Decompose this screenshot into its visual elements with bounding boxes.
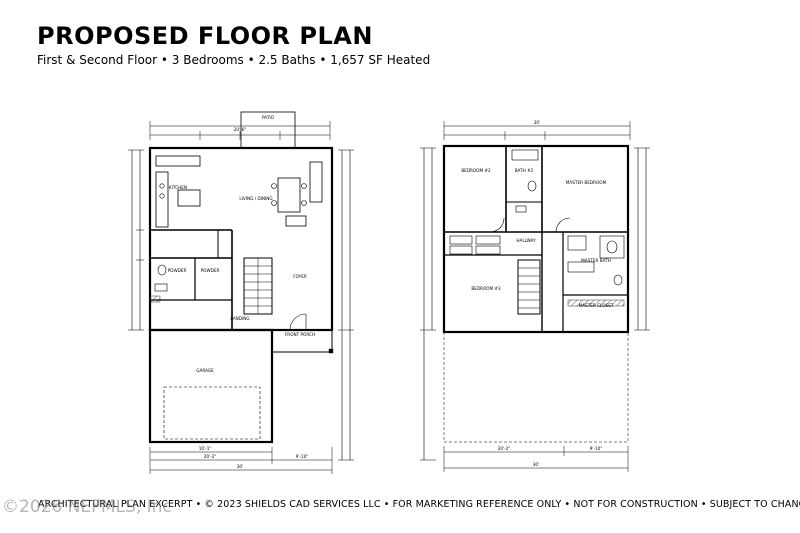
label-garage: GARAGE <box>196 368 214 373</box>
mls-watermark: ©2026 NEFMLS, Inc <box>2 497 172 517</box>
dim-first-top: 20'-6" <box>234 127 247 132</box>
dim-first-bottom: 30' <box>237 464 243 469</box>
dim-garage-a: 10'-1" <box>199 446 212 451</box>
label-bedroom-2: BEDROOM #2 <box>461 168 491 173</box>
label-bedroom-3: BEDROOM #3 <box>471 286 501 291</box>
label-master-closet: MASTER CLOSET <box>579 303 614 308</box>
label-foyer: FOYER <box>293 274 307 279</box>
label-hallway: HALLWAY <box>516 238 536 243</box>
page-title: PROPOSED FLOOR PLAN <box>37 22 373 50</box>
label-patio: PATIO <box>262 115 275 120</box>
second-floor-plan <box>420 121 650 472</box>
page-subtitle: First & Second Floor • 3 Bedrooms • 2.5 … <box>37 53 431 67</box>
label-powder: POWDER <box>168 268 187 273</box>
first-floor-plan <box>128 111 354 474</box>
label-pantry: POWDER <box>201 268 220 273</box>
label-landing: LANDING <box>230 316 249 321</box>
dim-second-bottom-a: 20'-2" <box>498 446 511 451</box>
label-master-bedroom: MASTER BEDROOM <box>566 180 607 185</box>
label-front-porch: FRONT PORCH <box>285 332 315 337</box>
label-kitchen: KITCHEN <box>169 185 187 190</box>
dim-garage-c: 9'-10" <box>296 454 309 459</box>
label-bath-2: BATH #2 <box>515 168 534 173</box>
footer-note: ARCHITECTURAL PLAN EXCERPT • © 2023 SHIE… <box>38 499 800 510</box>
dim-garage-b: 20'-2" <box>204 454 217 459</box>
second-floor-labels: BEDROOM #2 BATH #2 MASTER BEDROOM HALLWA… <box>461 120 614 467</box>
first-floor-labels: PATIO KITCHEN LIVING / DINING POWDER POW… <box>168 115 315 469</box>
label-master-bath: MASTER BATH <box>581 258 611 263</box>
dim-second-top: 30' <box>534 120 540 125</box>
label-living-dining: LIVING / DINING <box>239 196 272 201</box>
dim-second-bottom-b: 9'-10" <box>590 446 603 451</box>
dim-second-bottom: 30' <box>533 462 539 467</box>
